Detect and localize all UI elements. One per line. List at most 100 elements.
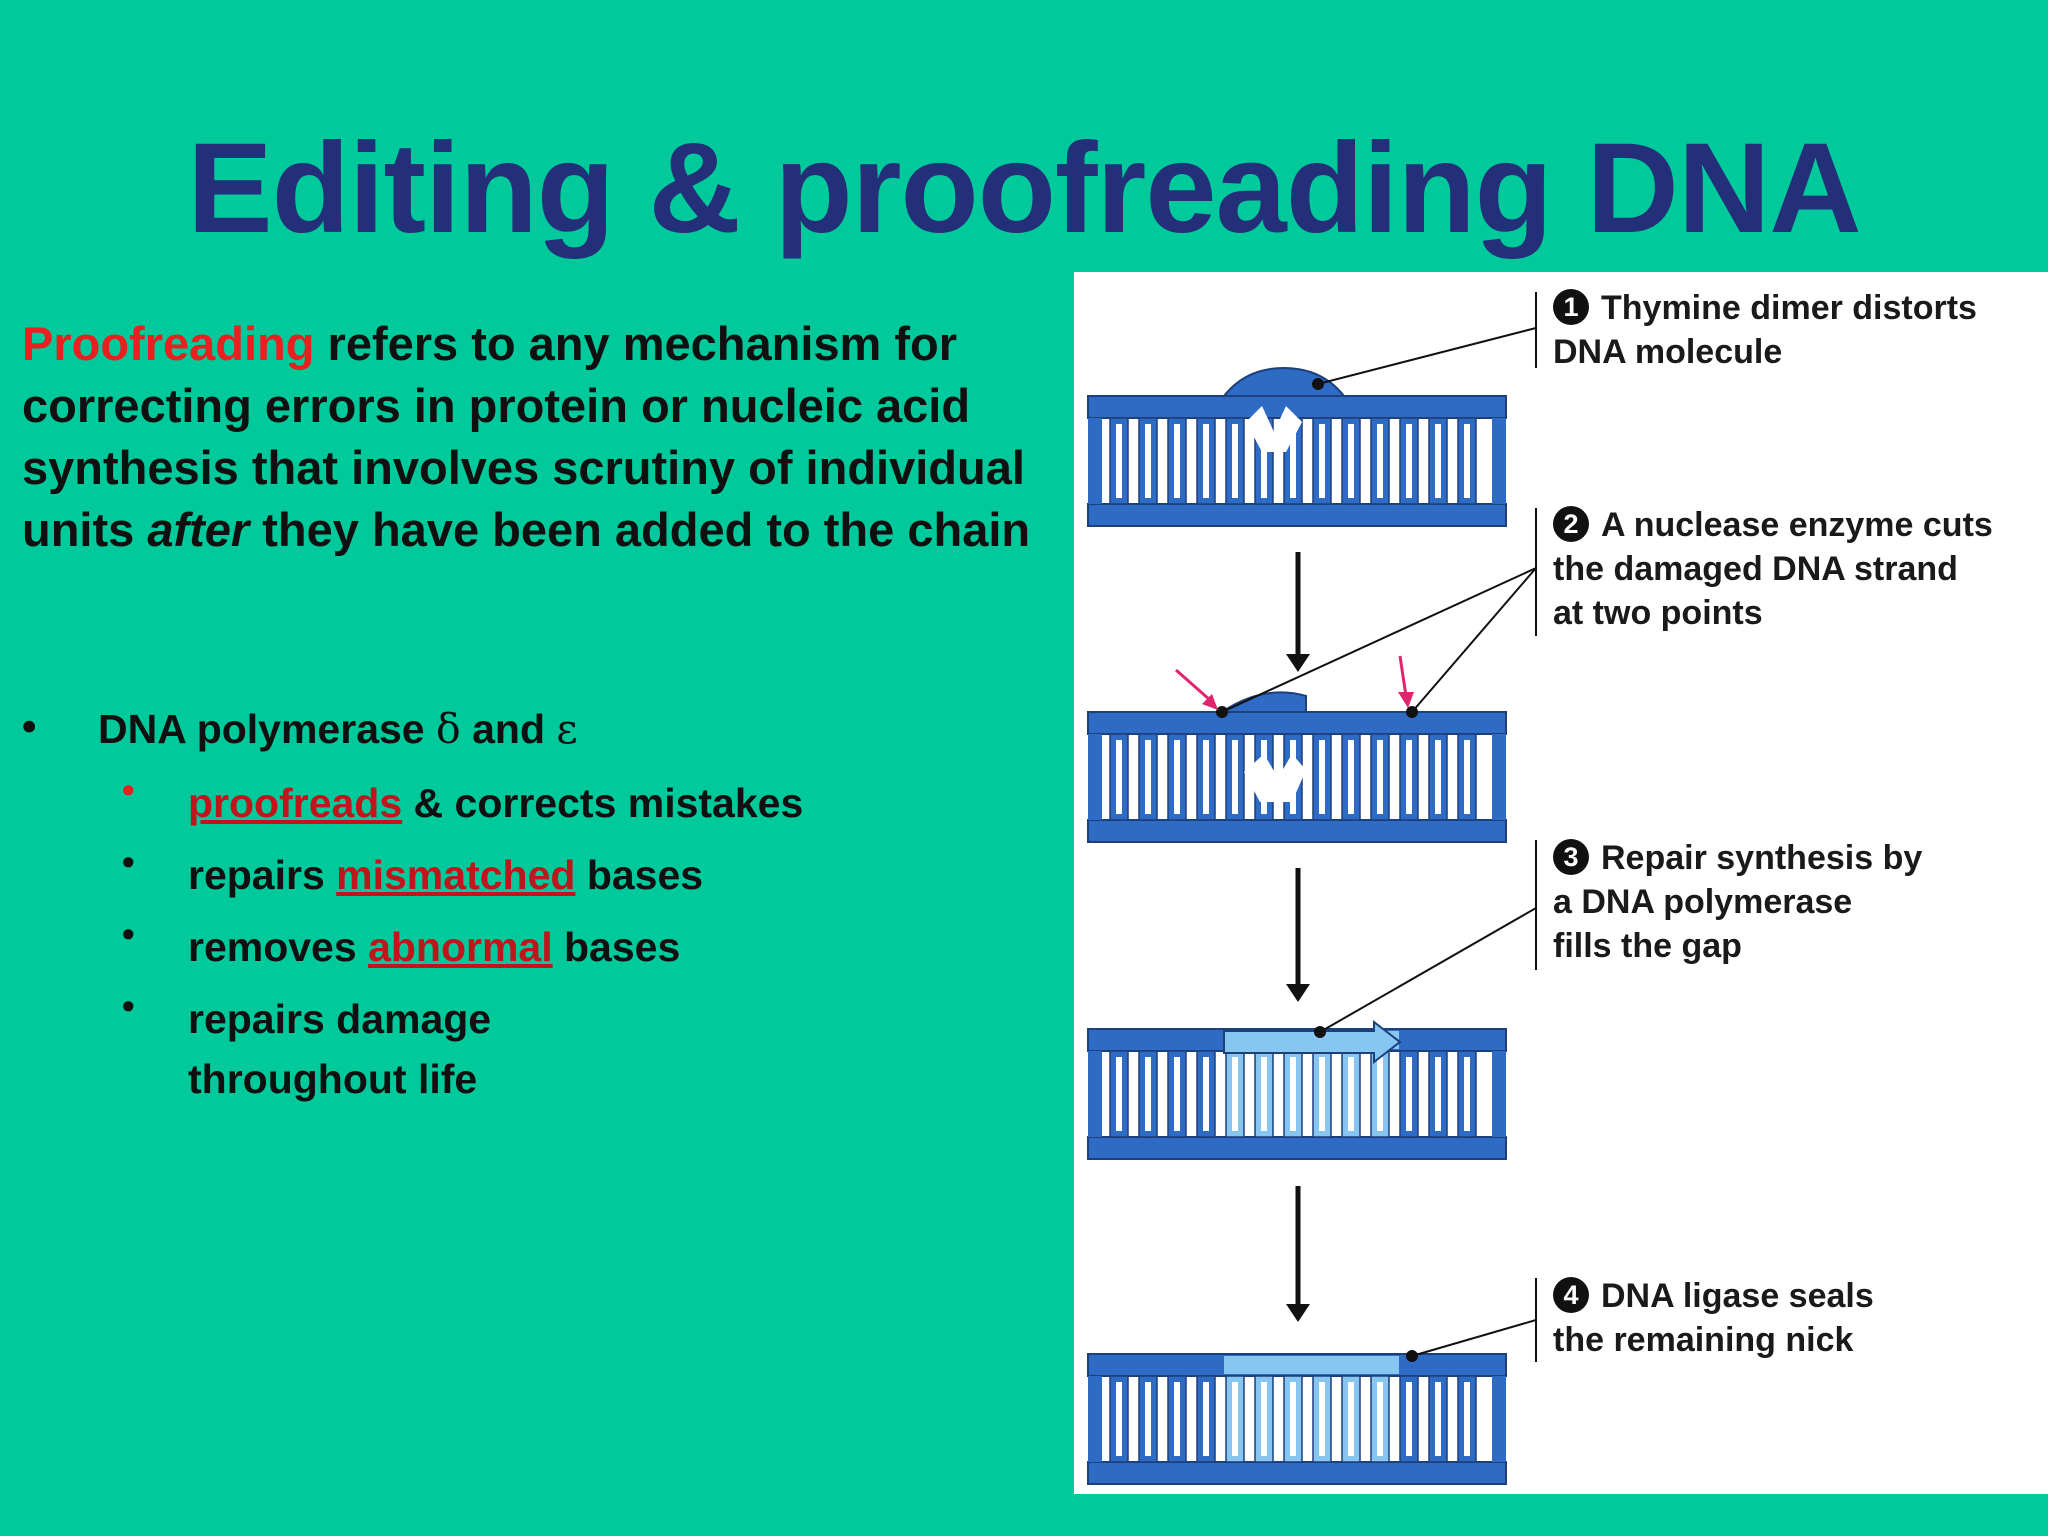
sub-bullet-text: removes abnormal bases — [188, 917, 680, 977]
step-3-line1: Repair synthesis by — [1601, 839, 1923, 877]
delta-symbol: δ — [436, 705, 461, 753]
sub-bullet-before: repairs — [188, 852, 337, 898]
dna-repair-diagram — [1087, 292, 1537, 1485]
excised-kink — [1244, 754, 1306, 802]
strand-3-base-gap-7 — [1319, 1057, 1325, 1131]
caption-3-leader — [1319, 907, 1537, 1033]
sub-bullet-after: & corrects mistakes — [402, 780, 804, 826]
sub-bullet-before: removes — [188, 924, 369, 970]
caption-1-leader — [1317, 327, 1537, 385]
sub-bullet-line2: throughout life — [188, 1056, 478, 1102]
strand-4-base-gap-3 — [1203, 1382, 1209, 1456]
step-3-number: 3 — [1553, 839, 1589, 876]
strand-4-base-gap-4 — [1232, 1382, 1238, 1456]
epsilon-symbol: ε — [556, 705, 578, 753]
step-4-number: 4 — [1553, 1277, 1589, 1314]
cut-arrow-left-line — [1175, 668, 1211, 702]
strand-1-left-cap — [1088, 418, 1102, 504]
thymine-dimer-kink — [1246, 406, 1302, 452]
bullet-list: • DNA polymerase δ and ε • proofreads & … — [22, 703, 1062, 1109]
strand-4-bottom-backbone — [1087, 1461, 1507, 1485]
strand-4-base-gap-2 — [1174, 1382, 1180, 1456]
down-arrow-head-1 — [1286, 654, 1310, 672]
caption-1-dot — [1312, 378, 1324, 390]
caption-2-dot-b — [1406, 706, 1418, 718]
thymine-dimer-bulge — [1221, 366, 1347, 397]
caption-4-dot — [1406, 1350, 1418, 1362]
strand-2-base-gap-4 — [1232, 740, 1238, 814]
intro-italic: after — [147, 503, 250, 556]
step-2-line2: the damaged DNA strand — [1553, 550, 1958, 588]
step-1-number: 1 — [1553, 289, 1589, 326]
abnormal-link[interactable]: abnormal — [368, 924, 553, 970]
strand-2-base-gap-1 — [1145, 740, 1151, 814]
bullet-text: DNA polymerase δ and ε — [98, 705, 578, 753]
caption-2-leader-a — [1221, 567, 1537, 713]
strand-1-base-gap-12 — [1464, 424, 1470, 498]
proofreads-link[interactable]: proofreads — [188, 780, 403, 826]
sub-bullet-marker: • — [122, 769, 135, 810]
strand-4-right-cap — [1492, 1376, 1506, 1462]
intro-highlight: Proofreading — [22, 317, 315, 370]
intro-paragraph: Proofreading refers to any mechanism for… — [22, 313, 1032, 561]
strand-1-base-gap-1 — [1145, 424, 1151, 498]
strand-4-repaired-segment — [1224, 1356, 1399, 1374]
strand-2-top-backbone — [1087, 711, 1507, 735]
strand-3-base-gap-9 — [1377, 1057, 1383, 1131]
strand-2-left-cap — [1088, 734, 1102, 820]
step-3-line3: fills the gap — [1553, 927, 1742, 965]
mismatched-link[interactable]: mismatched — [336, 852, 576, 898]
step-2-line3: at two points — [1553, 594, 1763, 632]
sub-bullet-marker: • — [122, 985, 135, 1026]
caption-2-dot-a — [1216, 706, 1228, 718]
sub-bullet-mismatched: • repairs mismatched bases — [22, 841, 1062, 917]
strand-3-base-gap-5 — [1261, 1057, 1267, 1131]
sub-bullet-abnormal: • removes abnormal bases — [22, 913, 1062, 989]
sub-bullet-proofreads: • proofreads & corrects mistakes — [22, 769, 1062, 845]
strand-4-left-cap — [1088, 1376, 1102, 1462]
strand-3-base-gap-8 — [1348, 1057, 1354, 1131]
strand-2-bottom-backbone — [1087, 819, 1507, 843]
strand-3-base-gap-10 — [1406, 1057, 1412, 1131]
strand-2-right-cap — [1492, 734, 1506, 820]
down-arrow-head-3 — [1286, 1304, 1310, 1322]
strand-3-base-gap-3 — [1203, 1057, 1209, 1131]
sub-bullet-after: bases — [552, 924, 681, 970]
strand-4-base-gap-7 — [1319, 1382, 1325, 1456]
step-4-caption: 4 DNA ligase seals the remaining nick — [1553, 1274, 1874, 1362]
excised-segment — [1218, 691, 1307, 713]
step-2-number: 2 — [1553, 506, 1589, 543]
bullet-text-a: DNA polymerase — [98, 706, 436, 752]
strand-2-base-gap-11 — [1435, 740, 1441, 814]
slide-title: Editing & proofreading DNA — [187, 117, 1861, 260]
strand-3-base-gap-12 — [1464, 1057, 1470, 1131]
caption-2-leader-b — [1411, 567, 1537, 713]
strand-4-base-gap-12 — [1464, 1382, 1470, 1456]
strand-1-base-gap-4 — [1232, 424, 1238, 498]
sub-bullet-line1: repairs damage — [188, 996, 492, 1042]
down-arrow-head-2 — [1286, 984, 1310, 1002]
caption-3-dot — [1314, 1026, 1326, 1038]
strand-3-left-cap — [1088, 1051, 1102, 1137]
step-1-line2: DNA molecule — [1553, 333, 1783, 371]
intro-text-end: they have been added to the chain — [249, 503, 1031, 556]
step-1-line1: Thymine dimer distorts — [1601, 289, 1977, 327]
strand-4-base-gap-11 — [1435, 1382, 1441, 1456]
step-4-line2: the remaining nick — [1553, 1321, 1854, 1359]
sub-bullet-text: repairs damage throughout life — [188, 989, 491, 1109]
polymerase-arrow — [1223, 1019, 1402, 1065]
strand-2-base-gap-0 — [1116, 740, 1122, 814]
step-4-line1: DNA ligase seals — [1601, 1277, 1874, 1315]
strand-2-base-gap-9 — [1377, 740, 1383, 814]
caption-4-leader — [1411, 1319, 1537, 1357]
strand-4-base-gap-10 — [1406, 1382, 1412, 1456]
strand-1-base-gap-5 — [1261, 424, 1267, 498]
strand-1-base-gap-2 — [1174, 424, 1180, 498]
strand-3-base-gap-1 — [1145, 1057, 1151, 1131]
sub-bullet-marker: • — [122, 913, 135, 954]
cut-arrow-left-head — [1202, 694, 1218, 710]
sub-bullet-repairs-damage: • repairs damage throughout life — [22, 985, 1062, 1109]
strand-4-base-gap-1 — [1145, 1382, 1151, 1456]
